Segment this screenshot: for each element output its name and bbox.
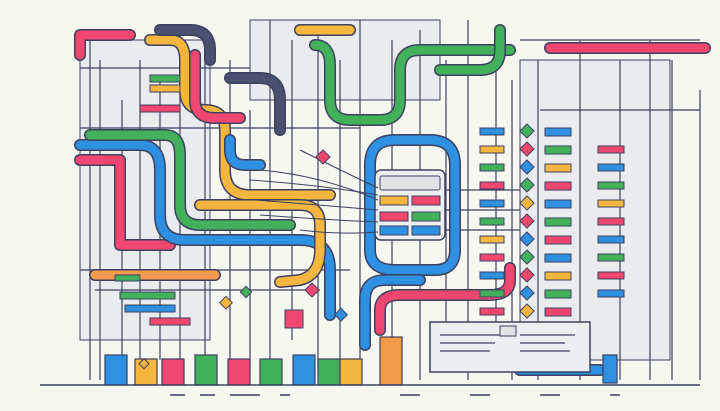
bottom-block-5 <box>227 358 251 386</box>
pipe-yellow-lower <box>194 199 326 288</box>
pipe-blue-top <box>224 134 266 171</box>
chip-col1-5 <box>479 199 505 208</box>
diamond-col-3 <box>519 159 535 175</box>
tag-yellow-1 <box>149 84 181 93</box>
chip-col1-3 <box>479 163 505 172</box>
chip-col2-2 <box>544 145 572 155</box>
bottom-block-1 <box>104 354 128 386</box>
tag-green-2 <box>114 274 141 282</box>
tag-green-3 <box>149 74 181 83</box>
chip-col3-1 <box>597 145 625 154</box>
bottom-block-8 <box>317 358 341 386</box>
pipe-blue-lower <box>359 274 426 351</box>
diamond-col-8 <box>519 249 535 265</box>
chip-col2-9 <box>544 271 572 281</box>
chip-col3-8 <box>597 271 625 280</box>
ground-line <box>40 384 700 396</box>
diamond-col-5 <box>519 195 535 211</box>
info-panel-handle <box>499 325 517 337</box>
pipe-green-left <box>84 129 296 231</box>
chip-col1-10 <box>479 289 505 298</box>
chip-col3-2 <box>597 163 625 172</box>
diamond-blue-mid <box>333 307 349 322</box>
info-panel <box>429 321 591 373</box>
chip-col3-4 <box>597 199 625 208</box>
diamond-col-7 <box>519 231 535 247</box>
info-panel-lines <box>440 334 575 352</box>
tag-blue-1 <box>124 304 176 313</box>
pipe-red-mid <box>189 49 246 124</box>
left-lower-tags <box>114 74 191 326</box>
central-hub <box>374 169 446 241</box>
chip-col3-9 <box>597 289 625 298</box>
chip-col3-7 <box>597 253 625 262</box>
diamond-col-4 <box>519 177 535 193</box>
right-component-grid <box>479 123 625 319</box>
bottom-block-6 <box>259 358 283 386</box>
scatter-diamonds <box>138 149 349 370</box>
hub-slot-3 <box>379 211 409 222</box>
chip-col1-7 <box>479 235 505 244</box>
pipe-navy-mid <box>224 72 286 136</box>
diamond-green-mid <box>239 285 253 299</box>
diamond-col-2 <box>519 141 535 157</box>
chip-col2-4 <box>544 181 572 191</box>
chip-col3-6 <box>597 235 625 244</box>
diamond-col-1 <box>519 123 535 139</box>
pink-square <box>284 309 304 329</box>
pipe-red-left <box>74 154 176 251</box>
tag-red-2 <box>139 104 181 113</box>
diamond-red-mid <box>304 282 320 298</box>
hub-slot-6 <box>411 225 441 236</box>
chip-col2-11 <box>544 307 572 317</box>
hub-slot-5 <box>379 225 409 236</box>
chip-col2-5 <box>544 199 572 209</box>
chip-col1-8 <box>479 253 505 262</box>
pipe-green-right <box>434 24 506 76</box>
pipe-navy-top <box>154 24 216 66</box>
chip-col1-2 <box>479 145 505 154</box>
bottom-block-right <box>602 354 618 384</box>
pipe-red-lower <box>374 262 516 336</box>
back-panel-right <box>519 59 671 361</box>
tag-green-1 <box>119 291 176 300</box>
pipe-red-top <box>74 29 136 61</box>
chip-col1-9 <box>479 271 505 280</box>
bottom-block-4 <box>194 354 218 386</box>
pipe-green-top <box>309 39 516 126</box>
diamond-yellow-mid <box>218 295 234 310</box>
chip-col2-7 <box>544 235 572 245</box>
chip-col1-1 <box>479 127 505 136</box>
chip-col3-5 <box>597 217 625 226</box>
chip-col2-6 <box>544 217 572 227</box>
chip-col2-3 <box>544 163 572 173</box>
chip-col2-1 <box>544 127 572 137</box>
chip-col2-10 <box>544 289 572 299</box>
hub-slot-2 <box>411 195 441 206</box>
diamond-col-10 <box>519 285 535 301</box>
bottom-block-9 <box>339 358 363 386</box>
chip-col1-4 <box>479 181 505 190</box>
chip-col1-11 <box>479 307 505 316</box>
diamond-col-6 <box>519 213 535 229</box>
bottom-block-3 <box>161 358 185 386</box>
diamond-col-11 <box>519 303 535 319</box>
chip-col1-6 <box>479 217 505 226</box>
hub-fan-wires <box>249 149 379 234</box>
bottom-block-10 <box>379 336 403 386</box>
chip-col2-8 <box>544 253 572 263</box>
hub-slot-4 <box>411 211 441 222</box>
hub-slot-1 <box>379 195 409 206</box>
hub-header <box>379 175 441 191</box>
tag-red-1 <box>149 317 191 326</box>
diamond-yellow-small <box>138 358 150 370</box>
chip-col3-3 <box>597 181 625 190</box>
diamond-red-center <box>315 149 331 165</box>
bottom-block-7 <box>292 354 316 386</box>
pipe-blue-right <box>364 134 461 276</box>
diamond-col-9 <box>519 267 535 283</box>
